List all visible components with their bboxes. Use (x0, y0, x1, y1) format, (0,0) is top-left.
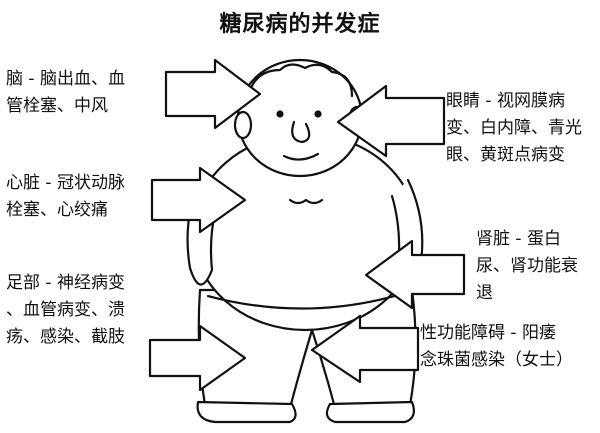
right-eye (314, 110, 322, 118)
right-shoe (325, 400, 415, 424)
label-sexual-function: 性功能障碍 - 阳痿 念珠菌感染（女士） (420, 323, 573, 370)
nose (291, 120, 311, 144)
label-feet: 足部 - 神经病变 、血管病变、溃 疡、感染、截肢 (6, 273, 125, 347)
label-kidney: 肾脏 - 蛋白 尿、肾功能衰 退 (476, 229, 578, 303)
arrow-icon (364, 239, 466, 310)
arrow-icon (148, 324, 247, 392)
arrow-icon (164, 58, 262, 130)
label-brain: 脑 - 脑出血、血 管栓塞、中风 (6, 69, 125, 116)
left-eye (276, 110, 284, 118)
belly-line (206, 292, 404, 310)
label-heart: 心脏 - 冠状动脉 栓塞、心绞痛 (6, 173, 125, 220)
left-ear (233, 110, 253, 140)
left-shoe (196, 400, 297, 424)
mouth (282, 152, 320, 161)
arrow-icon (150, 166, 247, 234)
arrows (148, 58, 466, 392)
arrow-icon (336, 84, 446, 158)
label-eyes: 眼睛 - 视网膜病 变、白内障、青光 眼、黄斑点病变 (446, 91, 582, 165)
hair (246, 63, 354, 98)
arrow-icon (310, 314, 420, 384)
navel (288, 198, 324, 205)
diagram-title: 糖尿病的并发症 (219, 12, 381, 37)
